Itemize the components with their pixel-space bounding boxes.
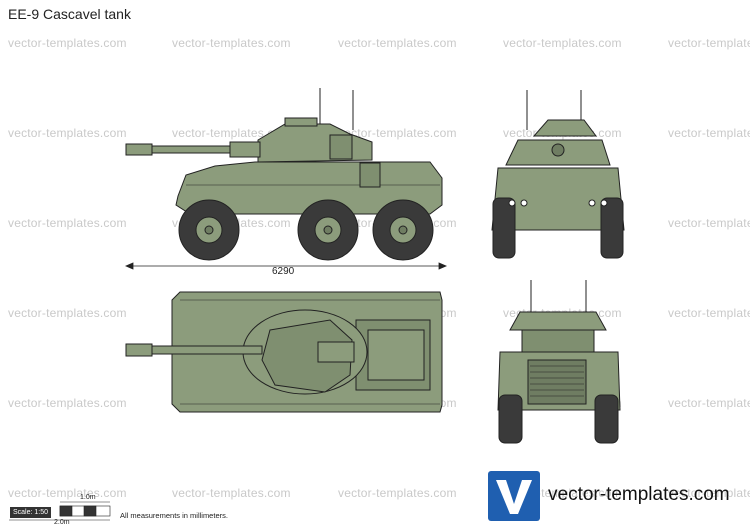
measurement-note: All measurements in millimeters. xyxy=(120,511,228,520)
side-view xyxy=(125,88,443,261)
top-view xyxy=(125,291,443,413)
length-dimension-label: 6290 xyxy=(272,266,295,277)
scale-two-meter-label: 2.0m xyxy=(54,519,70,526)
scale-label: Scale: 1:50 xyxy=(10,507,52,518)
rear-view xyxy=(497,280,621,444)
scale-bar xyxy=(9,501,111,521)
scale-one-meter-label: 1.0m xyxy=(80,494,96,501)
vt-logo-icon xyxy=(488,471,540,521)
front-view xyxy=(491,90,625,259)
page-title: EE-9 Cascavel tank xyxy=(8,6,131,22)
dimension-line xyxy=(124,262,448,270)
brand-site-text: vector-templates.com xyxy=(548,484,730,505)
